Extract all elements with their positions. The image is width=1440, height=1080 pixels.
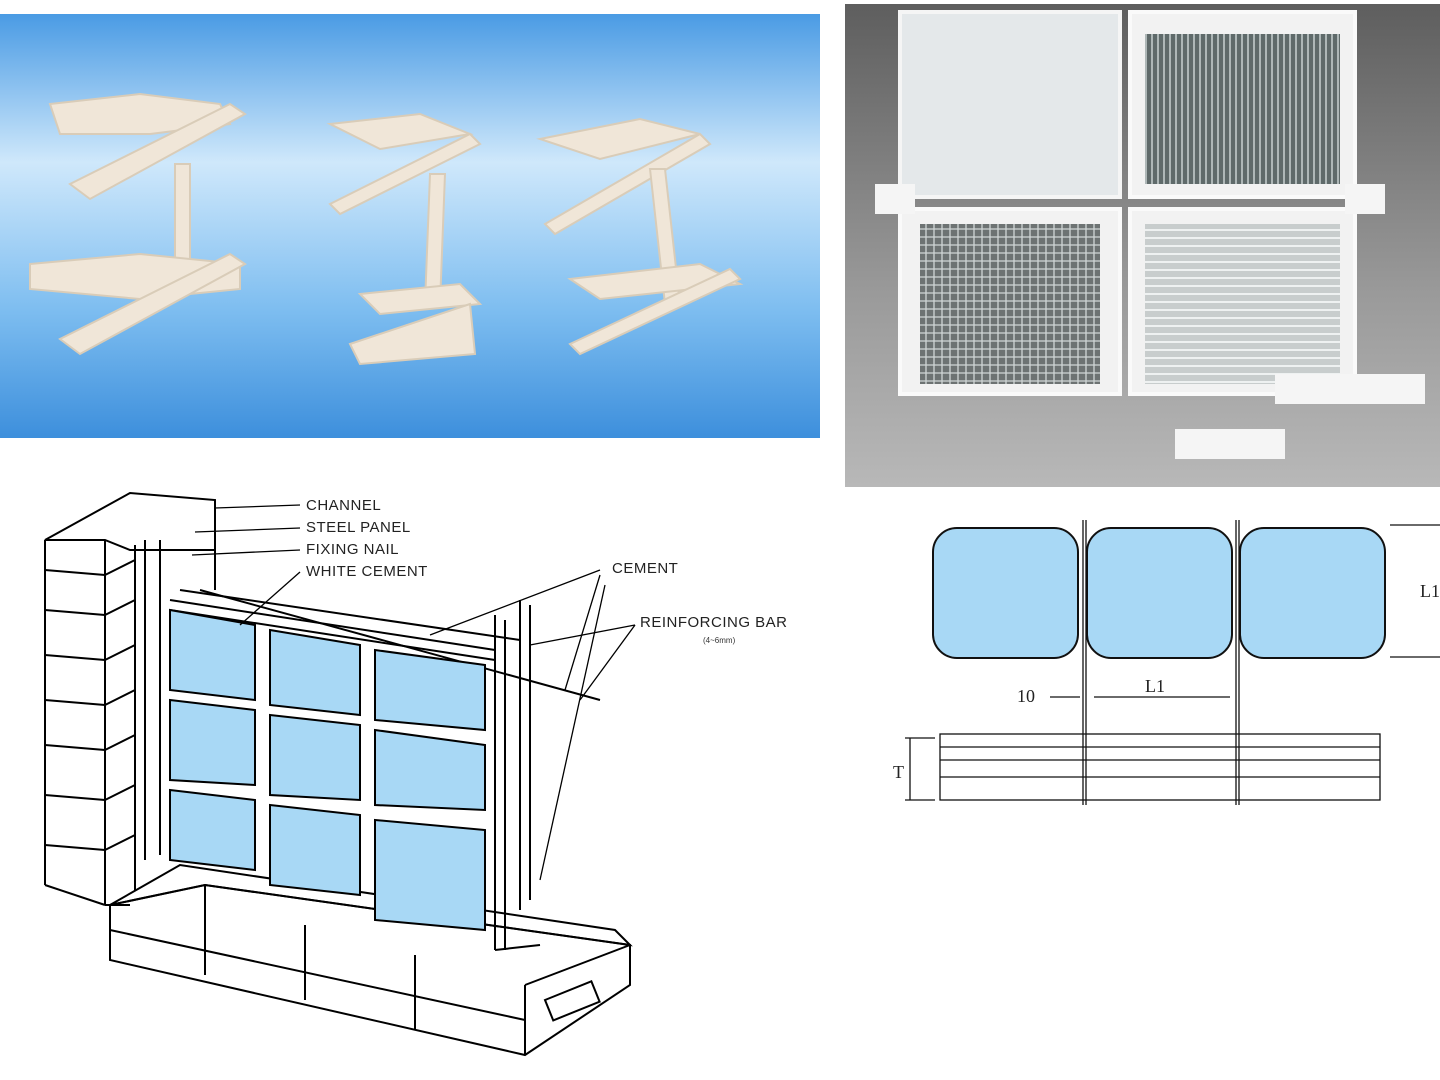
label-white-cement: WHITE CEMENT (306, 563, 428, 580)
glass-block-profile (932, 527, 1386, 659)
label-fixing-nail: FIXING NAIL (306, 541, 399, 558)
label-steel-panel: STEEL PANEL (306, 519, 411, 536)
glass-block-photo (845, 4, 1440, 487)
spacer-icon (536, 117, 744, 356)
label-reinforcing-bar: REINFORCING BAR (640, 614, 788, 631)
glass-block-wall (169, 608, 486, 932)
label-cement: CEMENT (612, 560, 678, 577)
installation-diagram: CHANNEL STEEL PANEL FIXING NAIL WHITE CE… (0, 470, 840, 1080)
spacer-icon (326, 112, 483, 366)
label-reinforcing-bar-size: (4~6mm) (703, 636, 736, 645)
spacer-icon (29, 92, 247, 356)
spacer-icon (875, 184, 1425, 459)
label-thickness: T (893, 762, 904, 782)
label-joint-width: 10 (1017, 686, 1035, 706)
frosted-block (898, 10, 1122, 199)
dimension-diagram: 10 L1 L1 T (870, 500, 1440, 840)
label-block-height: L1 (1420, 581, 1440, 601)
label-channel: CHANNEL (306, 497, 381, 514)
spacer-photo (0, 14, 820, 438)
label-block-length: L1 (1145, 676, 1165, 696)
